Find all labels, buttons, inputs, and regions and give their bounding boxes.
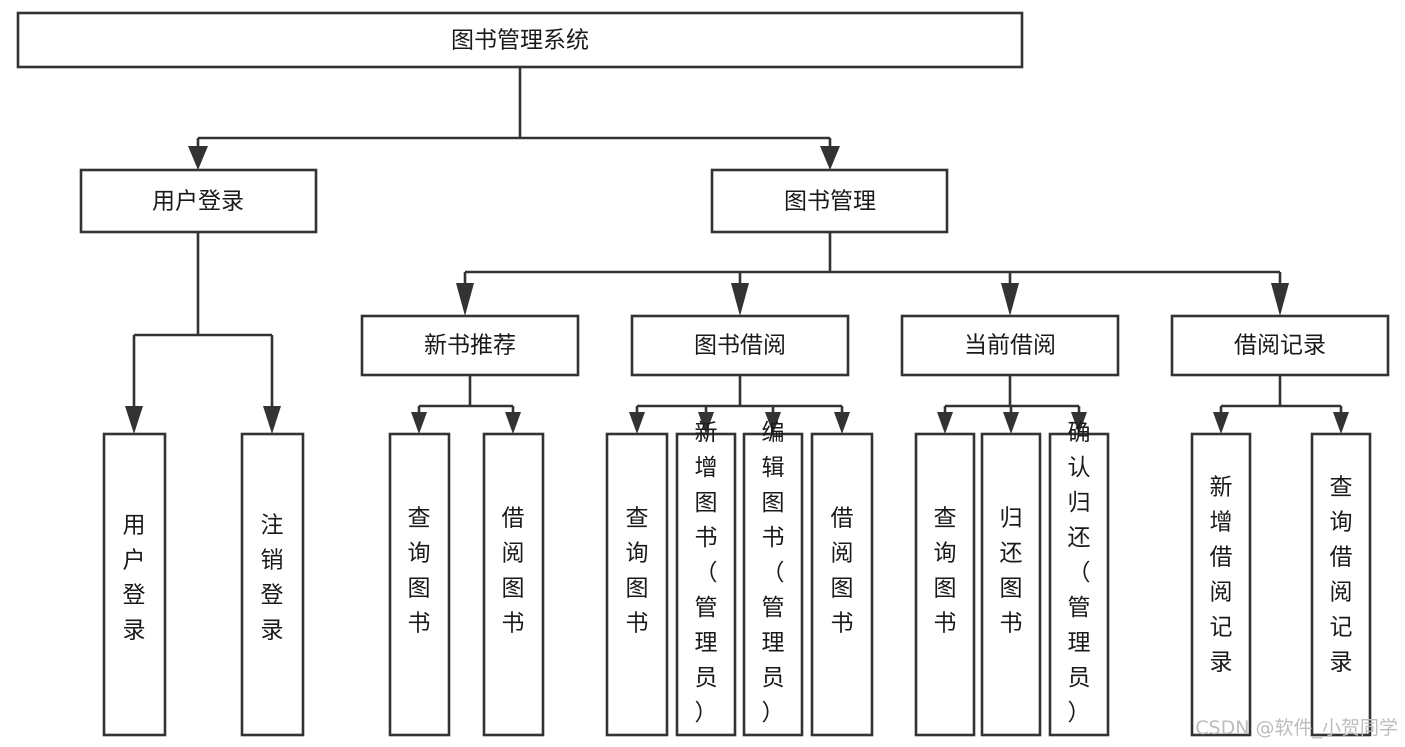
node-leaf-query-book-1-box[interactable] — [388, 432, 451, 737]
node-new-book-recommend-label: 新书推荐 — [424, 333, 516, 359]
connector-group-root — [188, 67, 840, 170]
node-leaf-edit-book[interactable]: 编辑图书（管理员） — [742, 420, 804, 737]
node-leaf-borrow-book-1[interactable]: 借阅图书 — [482, 432, 545, 737]
node-current-borrow[interactable]: 当前借阅 — [900, 314, 1120, 377]
node-leaf-add-record-label: 新增借阅记录 — [1210, 475, 1233, 676]
node-leaf-query-book-2[interactable]: 查询图书 — [605, 432, 669, 737]
connector-group-user-login — [125, 232, 281, 434]
arrowhead-leaf-query-record — [1333, 412, 1349, 434]
node-leaf-user-login[interactable]: 用户登录 — [102, 432, 167, 737]
connector-group-borrow-record — [1213, 375, 1349, 434]
node-book-borrow-box[interactable] — [630, 314, 850, 377]
node-leaf-borrow-book-1-label: 借阅图书 — [502, 506, 525, 637]
arrowhead-leaf-query-book-2 — [629, 412, 645, 434]
arrowhead-leaf-add-record — [1213, 412, 1229, 434]
arrowhead-to-book-borrow — [731, 283, 749, 316]
node-leaf-borrow-book-2[interactable]: 借阅图书 — [810, 432, 874, 737]
node-leaf-query-book-2-label: 查询图书 — [626, 506, 649, 637]
node-leaf-add-book[interactable]: 新增图书（管理员） — [675, 420, 737, 737]
node-leaf-return-book-label: 归还图书 — [1000, 506, 1023, 637]
node-root-box[interactable] — [16, 11, 1024, 69]
node-leaf-query-book-3[interactable]: 查询图书 — [914, 432, 976, 737]
node-leaf-query-record[interactable]: 查询借阅记录 — [1310, 432, 1372, 737]
node-new-book-recommend-box[interactable] — [360, 314, 580, 377]
arrowhead-to-user-login — [188, 146, 208, 170]
arrowhead-leaf-borrow-book-2 — [834, 412, 850, 434]
arrowhead-leaf-user-login — [125, 406, 143, 434]
arrowhead-leaf-return-book — [1003, 412, 1019, 434]
node-leaf-query-book-2-box[interactable] — [605, 432, 669, 737]
node-leaf-query-book-3-box[interactable] — [914, 432, 976, 737]
node-leaf-user-logout-label: 注销登录 — [261, 513, 284, 644]
node-book-manage-label: 图书管理 — [784, 189, 876, 215]
node-leaf-confirm-return-box[interactable] — [1048, 432, 1110, 737]
node-book-manage[interactable]: 图书管理 — [710, 168, 949, 234]
node-leaf-edit-book-box[interactable] — [742, 432, 804, 737]
node-leaf-add-book-box[interactable] — [675, 432, 737, 737]
node-leaf-borrow-book-1-box[interactable] — [482, 432, 545, 737]
node-user-login-box[interactable] — [79, 168, 318, 234]
node-leaf-borrow-book-2-box[interactable] — [810, 432, 874, 737]
arrowhead-leaf-add-book — [698, 412, 714, 434]
node-leaf-query-record-box[interactable] — [1310, 432, 1372, 737]
node-borrow-record-box[interactable] — [1170, 314, 1390, 377]
node-leaf-confirm-return[interactable]: 确认归还（管理员） — [1048, 420, 1110, 737]
arrowhead-to-new-book — [456, 283, 474, 316]
connector-group-new-book — [411, 375, 521, 434]
arrowhead-leaf-query-book-1 — [411, 412, 427, 434]
node-borrow-record[interactable]: 借阅记录 — [1170, 314, 1390, 377]
arrowhead-to-borrow-record — [1271, 283, 1289, 316]
arrowhead-leaf-edit-book — [765, 412, 781, 434]
node-root-label: 图书管理系统 — [451, 28, 589, 54]
arrowhead-leaf-confirm-return — [1071, 412, 1087, 434]
node-leaf-user-login-label: 用户登录 — [123, 513, 146, 644]
node-leaf-user-logout-box[interactable] — [240, 432, 305, 737]
arrowhead-leaf-borrow-book-1 — [505, 412, 521, 434]
node-leaf-user-login-box[interactable] — [102, 432, 167, 737]
connector-group-current-borrow — [937, 375, 1087, 434]
node-leaf-query-book-1[interactable]: 查询图书 — [388, 432, 451, 737]
node-leaf-query-book-1-label: 查询图书 — [408, 506, 431, 637]
arrowhead-to-current-borrow — [1001, 283, 1019, 316]
connector-group-book-manage — [456, 232, 1289, 316]
node-leaf-edit-book-label: 编辑图书（管理员） — [762, 420, 785, 726]
node-borrow-record-label: 借阅记录 — [1234, 333, 1326, 359]
csdn-watermark: CSDN @软件_小贺同学 — [1195, 717, 1398, 739]
arrowhead-leaf-user-logout — [263, 406, 281, 434]
node-leaf-return-book[interactable]: 归还图书 — [980, 432, 1042, 737]
node-leaf-query-book-3-label: 查询图书 — [934, 506, 957, 637]
node-new-book-recommend[interactable]: 新书推荐 — [360, 314, 580, 377]
arrowhead-leaf-query-book-3 — [937, 412, 953, 434]
node-leaf-confirm-return-label: 确认归还（管理员） — [1068, 420, 1091, 726]
node-current-borrow-box[interactable] — [900, 314, 1120, 377]
node-book-borrow-label: 图书借阅 — [694, 333, 786, 359]
node-leaf-user-logout[interactable]: 注销登录 — [240, 432, 305, 737]
node-book-borrow[interactable]: 图书借阅 — [630, 314, 850, 377]
node-user-login[interactable]: 用户登录 — [79, 168, 318, 234]
node-leaf-add-book-label: 新增图书（管理员） — [695, 420, 718, 726]
node-leaf-borrow-book-2-label: 借阅图书 — [831, 506, 854, 637]
node-leaf-add-record-box[interactable] — [1190, 432, 1252, 737]
node-root[interactable]: 图书管理系统 — [16, 11, 1024, 69]
node-user-login-label: 用户登录 — [152, 189, 244, 215]
node-leaf-add-record[interactable]: 新增借阅记录 — [1190, 432, 1252, 737]
connector-group-book-borrow — [629, 375, 850, 434]
node-leaf-return-book-box[interactable] — [980, 432, 1042, 737]
node-leaf-query-record-label: 查询借阅记录 — [1330, 475, 1353, 676]
arrowhead-to-book-manage — [820, 146, 840, 170]
node-current-borrow-label: 当前借阅 — [964, 333, 1056, 359]
node-book-manage-box[interactable] — [710, 168, 949, 234]
